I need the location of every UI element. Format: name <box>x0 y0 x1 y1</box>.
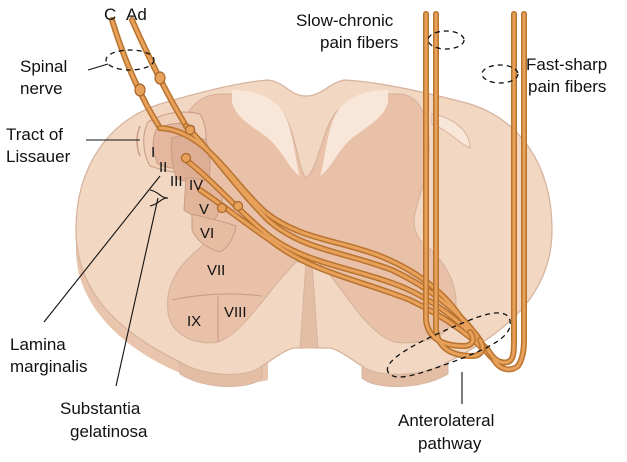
lamina-marginalis-label-1: Lamina <box>10 335 66 354</box>
lamina-vi: VI <box>200 225 214 242</box>
substantia-gelatinosa-label-2: gelatinosa <box>70 422 148 441</box>
ad-fiber-label: Ad <box>126 5 147 24</box>
lamina-iii: III <box>170 173 183 190</box>
tract-of-lissauer-label-1: Tract of <box>6 125 63 144</box>
substantia-gelatinosa-label-1: Substantia <box>60 399 141 418</box>
lamina-viii: VIII <box>224 304 247 321</box>
fast-sharp-label-2: pain fibers <box>528 77 606 96</box>
lamina-marginalis-label-2: marginalis <box>10 357 87 376</box>
c-fiber-label: C <box>104 5 116 24</box>
tract-of-lissauer-label-2: Lissauer <box>6 147 71 166</box>
spinal-nerve-label-1: Spinal <box>20 57 67 76</box>
lamina-ix: IX <box>187 313 201 330</box>
lamina-v: V <box>199 201 209 218</box>
lamina-i: I <box>151 144 155 161</box>
anterolateral-label-1: Anterolateral <box>398 411 494 430</box>
fast-sharp-label-1: Fast-sharp <box>526 55 607 74</box>
spinal-nerve-label-2: nerve <box>20 79 63 98</box>
lamina-iv: IV <box>189 177 203 194</box>
slow-chronic-label-1: Slow-chronic <box>296 11 394 30</box>
lamina-ii: II <box>159 159 167 176</box>
slow-chronic-label-2: pain fibers <box>320 33 398 52</box>
lamina-vii: VII <box>207 262 225 279</box>
anterolateral-label-2: pathway <box>418 434 482 453</box>
